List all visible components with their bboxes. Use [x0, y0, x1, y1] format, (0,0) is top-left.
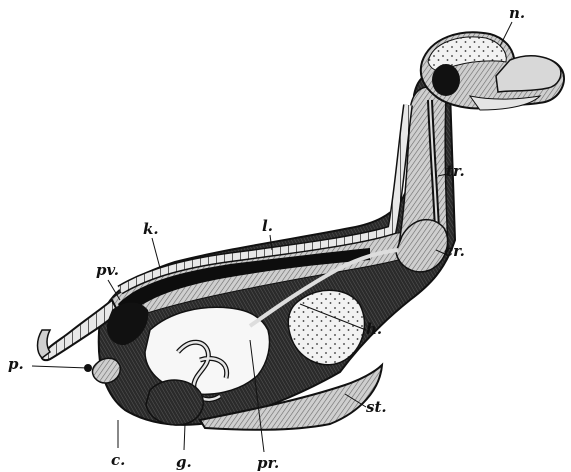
label-g: g. — [176, 455, 192, 470]
label-pv: pv. — [96, 263, 119, 278]
gizzard — [146, 380, 203, 425]
label-st: st. — [366, 400, 387, 415]
label-k: k. — [143, 222, 159, 237]
label-tr: tr. — [446, 164, 465, 179]
label-pr: pr. — [257, 456, 279, 471]
label-c: c. — [111, 453, 125, 468]
label-h: h. — [366, 322, 382, 337]
label-p: p. — [8, 357, 24, 372]
label-l: l. — [262, 219, 273, 234]
cloaca — [93, 358, 121, 383]
eye-cavity — [432, 64, 460, 96]
tail-tip — [38, 330, 51, 358]
label-cr: cr. — [444, 244, 465, 259]
label-n: n. — [509, 6, 525, 21]
